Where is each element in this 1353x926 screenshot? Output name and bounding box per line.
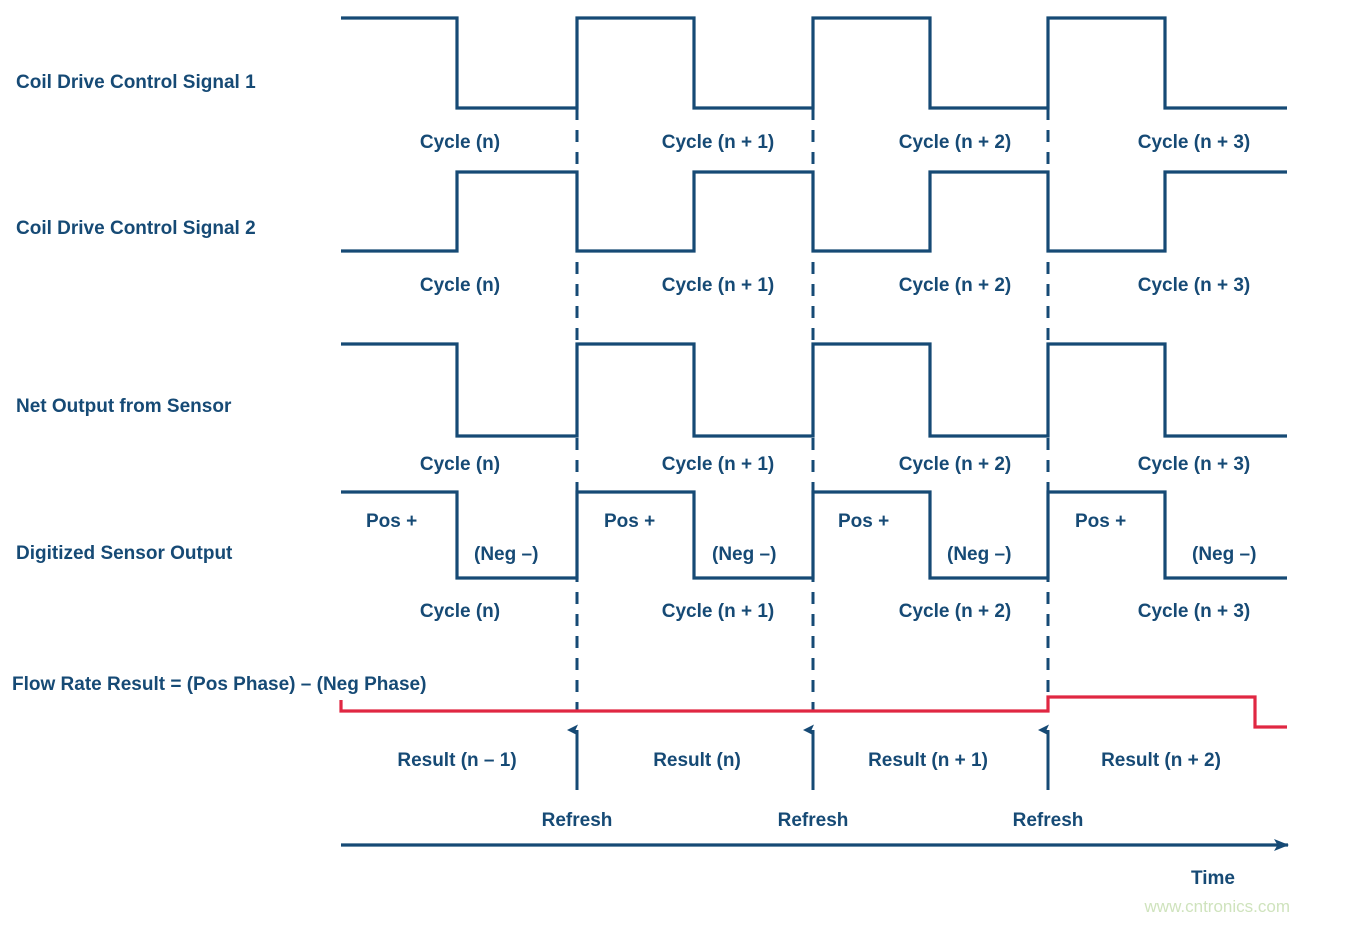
phase-label-5: Pos + xyxy=(838,511,889,532)
row-label-net-output-from-sensor: Net Output from Sensor xyxy=(16,396,232,417)
cycle-label-coil-drive-control-signal-2-1: Cycle (n) xyxy=(420,275,500,296)
cycle-label-net-output-from-sensor-2: Cycle (n + 1) xyxy=(662,454,774,475)
time-axis-label: Time xyxy=(1191,868,1235,889)
phase-label-3: Pos + xyxy=(604,511,655,532)
cycle-label-coil-drive-control-signal-2-3: Cycle (n + 2) xyxy=(899,275,1011,296)
cycle-labels: Cycle (n) Cycle (n + 1) Cycle (n + 2) Cycle… xyxy=(420,132,1250,622)
cycle-label-coil-drive-control-signal-2-4: Cycle (n + 3) xyxy=(1138,275,1250,296)
flow-rate-result-line xyxy=(339,695,1287,729)
time-axis: Time xyxy=(341,839,1289,889)
cycle-label-net-output-from-sensor-1: Cycle (n) xyxy=(420,454,500,475)
row-label-flow-rate-result: Flow Rate Result = (Pos Phase) – (Neg Ph… xyxy=(12,674,426,695)
row-label-coil-drive-control-signal-1: Coil Drive Control Signal 1 xyxy=(16,72,256,93)
refresh-label-2: Refresh xyxy=(778,810,849,831)
phase-labels: Pos + (Neg –) Pos + (Neg –) Pos + (Neg –) Pos … xyxy=(366,511,1256,565)
cycle-label-coil-drive-control-signal-2-2: Cycle (n + 1) xyxy=(662,275,774,296)
result-label-1: Result (n – 1) xyxy=(397,750,516,771)
result-label-3: Result (n + 1) xyxy=(868,750,988,771)
result-label-2: Result (n) xyxy=(653,750,741,771)
refresh-label-1: Refresh xyxy=(542,810,613,831)
refresh-label-3: Refresh xyxy=(1013,810,1084,831)
waveform-coil-drive-control-signal-2 xyxy=(341,170,1287,253)
cycle-label-digitized-sensor-output-4: Cycle (n + 3) xyxy=(1138,601,1250,622)
row-labels: Coil Drive Control Signal 1 Coil Drive C… xyxy=(12,72,426,695)
watermark-label: www.cntronics.com xyxy=(1144,897,1290,916)
waveform-coil-drive-control-signal-1 xyxy=(341,16,1287,110)
refresh-markers: Refresh Refresh Refresh xyxy=(542,724,1084,831)
phase-label-4: (Neg –) xyxy=(712,544,776,565)
flow-rate-result-trace xyxy=(339,695,1287,729)
cycle-label-coil-drive-control-signal-1-2: Cycle (n + 1) xyxy=(662,132,774,153)
row-label-coil-drive-control-signal-2: Coil Drive Control Signal 2 xyxy=(16,218,256,239)
result-labels: Result (n – 1) Result (n) Result (n + 1) Re… xyxy=(397,750,1221,771)
cycle-label-net-output-from-sensor-3: Cycle (n + 2) xyxy=(899,454,1011,475)
phase-label-6: (Neg –) xyxy=(947,544,1011,565)
cycle-label-digitized-sensor-output-2: Cycle (n + 1) xyxy=(662,601,774,622)
phase-label-8: (Neg –) xyxy=(1192,544,1256,565)
cycle-label-coil-drive-control-signal-1-4: Cycle (n + 3) xyxy=(1138,132,1250,153)
result-label-4: Result (n + 2) xyxy=(1101,750,1221,771)
cycle-label-coil-drive-control-signal-1-3: Cycle (n + 2) xyxy=(899,132,1011,153)
phase-label-1: Pos + xyxy=(366,511,417,532)
waveform-net-output-from-sensor xyxy=(341,342,1287,438)
cycle-label-coil-drive-control-signal-1-1: Cycle (n) xyxy=(420,132,500,153)
cycle-label-digitized-sensor-output-1: Cycle (n) xyxy=(420,601,500,622)
phase-label-2: (Neg –) xyxy=(474,544,538,565)
row-label-digitized-sensor-output: Digitized Sensor Output xyxy=(16,543,233,564)
phase-label-7: Pos + xyxy=(1075,511,1126,532)
cycle-label-net-output-from-sensor-4: Cycle (n + 3) xyxy=(1138,454,1250,475)
cycle-label-digitized-sensor-output-3: Cycle (n + 2) xyxy=(899,601,1011,622)
